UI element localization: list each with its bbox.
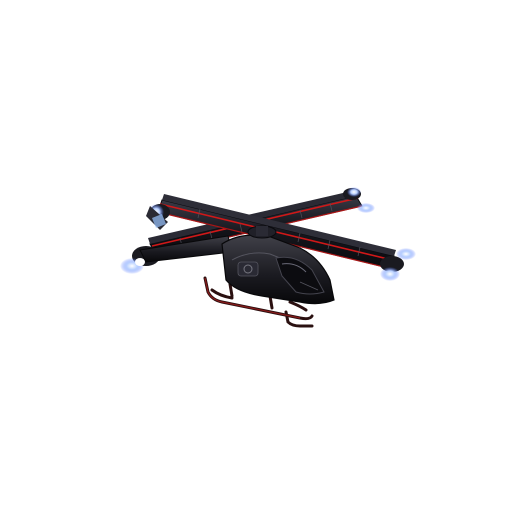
rotor-hub — [247, 225, 277, 239]
arm-panel-lines — [179, 202, 361, 257]
fuselage-emblem — [237, 261, 259, 277]
cockpit-canopy — [275, 256, 325, 295]
thruster-pod-back-right — [343, 187, 375, 213]
thruster-pod-front-right — [380, 248, 416, 281]
